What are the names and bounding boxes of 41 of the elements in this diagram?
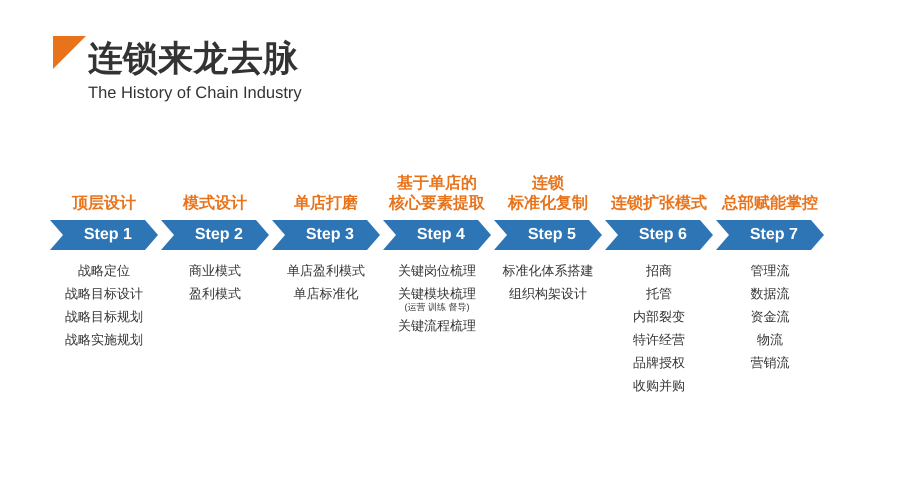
- step-item: 战略目标规划: [65, 308, 143, 326]
- step-item: 关键模块梳理: [398, 285, 476, 302]
- step-label: Step 6: [638, 225, 687, 245]
- step-heading: 基于单店的核心要素提取: [389, 174, 485, 214]
- step-item: 托管: [646, 285, 672, 303]
- step-heading: 连锁扩张模式: [611, 194, 707, 214]
- step-label: Step 7: [750, 225, 798, 245]
- subtitle: The History of Chain Industry: [88, 83, 302, 103]
- step-item: 战略实施规划: [65, 331, 143, 349]
- step-item: 关键岗位梳理: [398, 262, 476, 280]
- step-item: 商业模式: [189, 262, 241, 280]
- step-item: 单店标准化: [294, 285, 358, 303]
- step-item: 资金流: [750, 308, 790, 326]
- step-label: Step 3: [306, 225, 354, 245]
- step-item: 单店盈利模式: [287, 262, 365, 280]
- step-item: 管理流: [750, 262, 790, 280]
- item-note: (运营 训练 督导): [404, 302, 470, 312]
- step-item: 战略目标设计: [65, 285, 143, 303]
- step-heading: 连锁标准化复制: [508, 174, 588, 214]
- step-item: 招商: [646, 262, 672, 280]
- step-item: 战略定位: [78, 262, 130, 280]
- step-label: Step 5: [528, 225, 576, 245]
- step-item: 盈利模式: [189, 285, 241, 303]
- step-label: Step 2: [194, 225, 243, 245]
- step-label: Step 4: [416, 225, 465, 245]
- step-item: 关键流程梳理: [398, 317, 476, 335]
- step-label: Step 1: [84, 225, 132, 245]
- step-item: 特许经营: [633, 331, 685, 349]
- step-item: 数据流: [750, 285, 790, 303]
- step-heading: 单店打磨: [294, 194, 358, 214]
- step-item: 品牌授权: [633, 354, 685, 372]
- step-item: 营销流: [750, 354, 790, 372]
- title: 连锁来龙去脉: [88, 38, 298, 80]
- step-heading: 顶层设计: [72, 194, 136, 214]
- step-item: 标准化体系搭建: [502, 262, 594, 280]
- step-heading: 模式设计: [183, 194, 247, 214]
- step-item: 内部裂变: [633, 308, 685, 326]
- step-item: 组织构架设计: [509, 285, 587, 303]
- step-item: 物流: [757, 331, 783, 349]
- step-heading: 总部赋能掌控: [722, 194, 818, 214]
- step-item: 收购并购: [633, 377, 685, 395]
